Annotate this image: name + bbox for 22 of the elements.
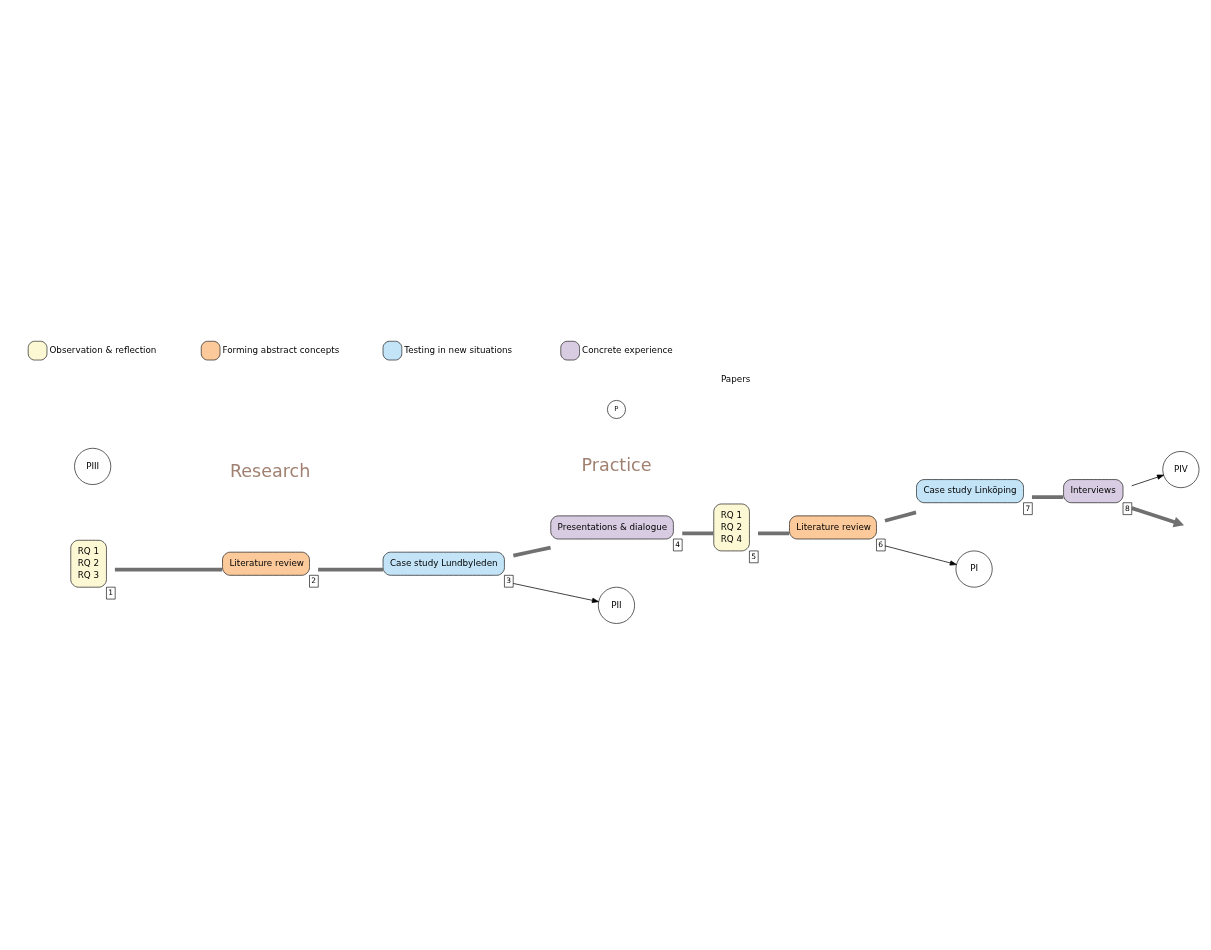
arrow bbox=[1131, 474, 1164, 486]
label: Practice bbox=[581, 454, 652, 475]
label: Research bbox=[229, 460, 311, 481]
node-circle: PIII bbox=[74, 447, 112, 485]
connector bbox=[512, 545, 551, 557]
connector bbox=[682, 531, 714, 535]
arrow bbox=[512, 582, 599, 603]
connector bbox=[758, 531, 790, 535]
connector bbox=[1031, 494, 1064, 499]
legend-label: Forming abstract concepts bbox=[222, 344, 340, 355]
node-circle: PI bbox=[955, 550, 993, 587]
connector bbox=[884, 510, 917, 523]
node-circle: PIV bbox=[1162, 450, 1200, 488]
arrow bbox=[1131, 505, 1185, 527]
connector bbox=[318, 567, 384, 572]
connector bbox=[114, 567, 223, 572]
legend-label: Observation & reflection bbox=[49, 344, 157, 355]
arrow bbox=[884, 544, 957, 565]
legend-label: Papers bbox=[720, 373, 751, 384]
legend-label: Testing in new situations bbox=[404, 344, 513, 355]
node-circle: PII bbox=[598, 586, 635, 624]
legend-label: Concrete experience bbox=[582, 344, 673, 355]
